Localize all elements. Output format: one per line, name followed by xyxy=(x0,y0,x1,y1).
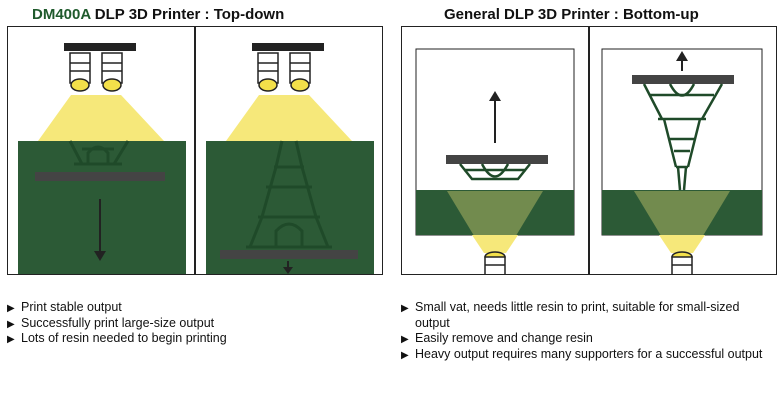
light-beam-below xyxy=(472,235,518,253)
right-title-text: General DLP 3D Printer : Bottom-up xyxy=(444,6,699,23)
arrow-icon xyxy=(676,51,688,71)
bottomup-early-diagram xyxy=(415,48,575,274)
bottomup-late-diagram xyxy=(601,48,763,274)
arrow-icon xyxy=(489,91,501,143)
topdown-late-diagram xyxy=(206,43,374,274)
left-bullet-list: ▶Print stable output ▶Successfully print… xyxy=(7,300,377,347)
light-beam xyxy=(447,191,543,249)
list-item: ▶Successfully print large-size output xyxy=(7,316,377,332)
bottomup-late-panel xyxy=(589,26,777,275)
light-beam xyxy=(38,95,164,141)
triangle-right-icon: ▶ xyxy=(401,334,409,345)
ceiling-mount xyxy=(64,43,136,51)
tower-print xyxy=(459,163,531,181)
build-platform xyxy=(35,172,165,181)
bottomup-early-panel xyxy=(401,26,589,275)
topdown-early-diagram xyxy=(18,43,186,274)
right-bullet-list: ▶Small vat, needs little resin to print,… xyxy=(401,300,775,362)
light-beam xyxy=(634,191,730,249)
list-item: ▶Easily remove and change resin xyxy=(401,331,775,347)
light-beam xyxy=(226,95,352,141)
triangle-right-icon: ▶ xyxy=(7,303,15,314)
arrow-icon xyxy=(94,199,106,261)
tower-print xyxy=(642,83,724,191)
arrow-icon xyxy=(283,261,293,274)
build-platform xyxy=(220,250,358,259)
ceiling-mount xyxy=(252,43,324,51)
topdown-late-panel xyxy=(195,26,383,275)
right-title: General DLP 3D Printer : Bottom-up xyxy=(444,6,699,23)
resin-vat xyxy=(602,190,762,235)
triangle-right-icon: ▶ xyxy=(401,303,409,314)
topdown-early-panel xyxy=(7,26,195,275)
projector-icon xyxy=(484,251,506,274)
resin-vat xyxy=(416,190,574,235)
left-title: DM400A DLP 3D Printer : Top-down xyxy=(32,6,284,23)
build-platform xyxy=(446,155,548,164)
triangle-right-icon: ▶ xyxy=(7,318,15,330)
triangle-right-icon: ▶ xyxy=(401,349,409,361)
tower-print xyxy=(68,140,130,166)
list-item: ▶Lots of resin needed to begin printing xyxy=(7,331,377,347)
list-item: ▶Small vat, needs little resin to print,… xyxy=(401,300,740,330)
tower-print xyxy=(246,140,332,249)
light-beam-below xyxy=(659,235,705,253)
brand-name: DM400A xyxy=(32,6,91,23)
build-platform xyxy=(632,75,734,84)
projector-icon xyxy=(69,52,123,92)
projector-icon xyxy=(257,52,311,92)
list-item: ▶Heavy output requires many supporters f… xyxy=(401,347,775,363)
left-title-text: DLP 3D Printer : Top-down xyxy=(90,6,285,23)
triangle-right-icon: ▶ xyxy=(7,334,15,345)
projector-icon xyxy=(671,251,693,274)
list-item: ▶Print stable output xyxy=(7,300,377,316)
